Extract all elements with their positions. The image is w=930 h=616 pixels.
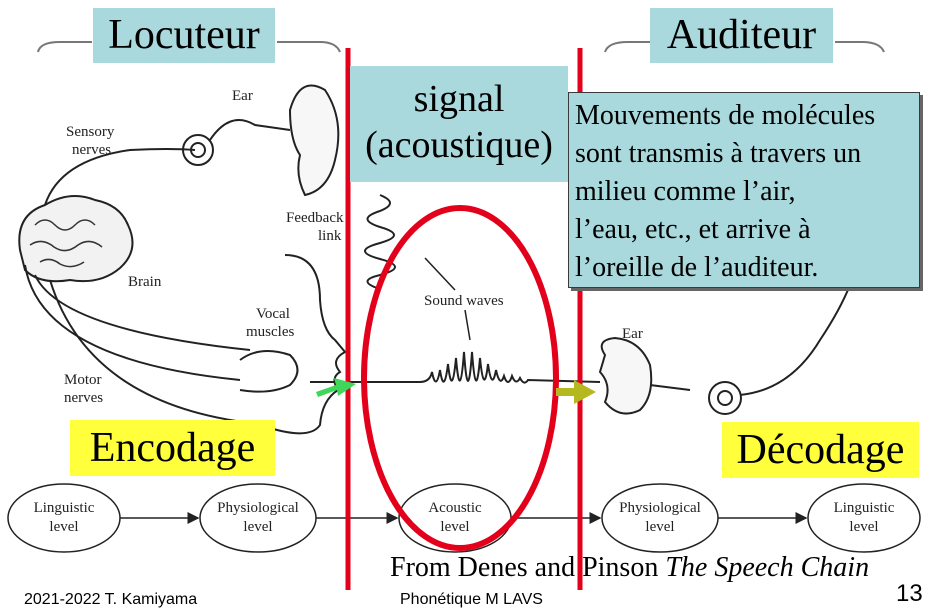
level-2-line2: level — [243, 519, 272, 535]
speaker-cochlea-inner — [190, 142, 206, 158]
level-5-line2: level — [849, 519, 878, 535]
label-ear-listener: Ear — [622, 326, 643, 342]
speaker-header: Locuteur — [93, 8, 275, 63]
page-number: 13 — [896, 580, 923, 607]
sound-waves-highlight-circle — [361, 205, 559, 551]
label-sensory-1: Sensory — [66, 124, 115, 140]
listener-cochlea-outer — [708, 381, 742, 415]
encoding-label: Encodage — [70, 420, 275, 476]
description-line-1: Mouvements de molécules — [575, 100, 876, 131]
sound-wave-line — [310, 351, 601, 384]
speaker-ear-canal — [209, 119, 291, 141]
brain-folds — [29, 219, 103, 268]
label-vocal-1: Vocal — [256, 306, 290, 322]
motor-nerve-path-2 — [34, 274, 251, 351]
sensory-nerve-path — [44, 148, 196, 206]
speaker-head-profile — [269, 254, 347, 435]
description-line-4: l’eau, etc., et arrive à — [575, 214, 811, 245]
description-line-5: l’oreille de l’auditeur. — [575, 252, 819, 283]
level-ellipse-2 — [199, 483, 317, 553]
description-line-2: sont transmis à travers un — [575, 138, 862, 169]
footer-course: Phonétique M LAVS — [400, 591, 543, 608]
level-ellipse-4 — [601, 483, 719, 553]
level-ellipse-3 — [398, 483, 512, 553]
listener-bracket — [604, 41, 885, 53]
level-ellipse-1 — [7, 483, 121, 553]
level-4-line2: level — [645, 519, 674, 535]
description-line-3: milieu comme l’air, — [575, 176, 796, 207]
level-1-line1: Linguistic — [34, 500, 95, 516]
label-motor-1: Motor — [64, 372, 102, 388]
feedback-wave — [364, 194, 396, 290]
label-feedback-2: link — [318, 228, 342, 244]
level-3-line2: level — [440, 519, 469, 535]
speaker-ear-illustration — [288, 84, 340, 197]
brain-illustration — [18, 195, 134, 283]
source-prefix: From Denes and Pinson — [390, 552, 666, 583]
speaker-bracket — [37, 41, 341, 53]
decoding-label: Décodage — [722, 422, 919, 478]
listener-ear-canal — [649, 384, 691, 391]
sound-waves-pointer-1 — [424, 257, 456, 291]
source-citation: From Denes and Pinson The Speech Chain — [390, 552, 869, 584]
listener-ear-illustration — [598, 336, 653, 415]
label-feedback-1: Feedback — [286, 210, 344, 226]
listener-cochlea-inner — [717, 390, 733, 406]
signal-line2: (acoustique) — [365, 124, 553, 166]
description-box: Mouvements de molécules sont transmis à … — [568, 92, 920, 288]
signal-label: signal (acoustique) — [350, 66, 568, 182]
label-vocal-2: muscles — [246, 324, 294, 340]
level-ellipse-5 — [807, 483, 921, 553]
level-3-line1: Acoustic — [428, 500, 482, 516]
motor-nerve-path-3 — [49, 279, 271, 426]
motor-nerve-path-1 — [24, 264, 241, 381]
source-title: The Speech Chain — [665, 552, 870, 583]
listener-header: Auditeur — [650, 8, 833, 63]
listener-nerve-path — [739, 284, 851, 396]
level-2-line1: Physiological — [217, 500, 299, 516]
label-motor-2: nerves — [64, 390, 103, 406]
olive-arrow — [556, 380, 596, 404]
level-5-line1: Linguistic — [834, 500, 895, 516]
footer-author: 2021-2022 T. Kamiyama — [24, 591, 198, 608]
label-sensory-2: nerves — [72, 142, 111, 158]
label-brain: Brain — [128, 274, 162, 290]
level-1-line2: level — [49, 519, 78, 535]
signal-line1: signal — [413, 78, 505, 120]
label-ear-speaker: Ear — [232, 88, 253, 104]
vocal-tract-sketch — [239, 350, 299, 393]
label-sound-waves: Sound waves — [424, 293, 504, 309]
speaker-cochlea-outer — [182, 134, 214, 166]
level-4-line1: Physiological — [619, 500, 701, 516]
sound-waves-pointer-2 — [464, 309, 471, 341]
green-arrow — [316, 378, 356, 397]
